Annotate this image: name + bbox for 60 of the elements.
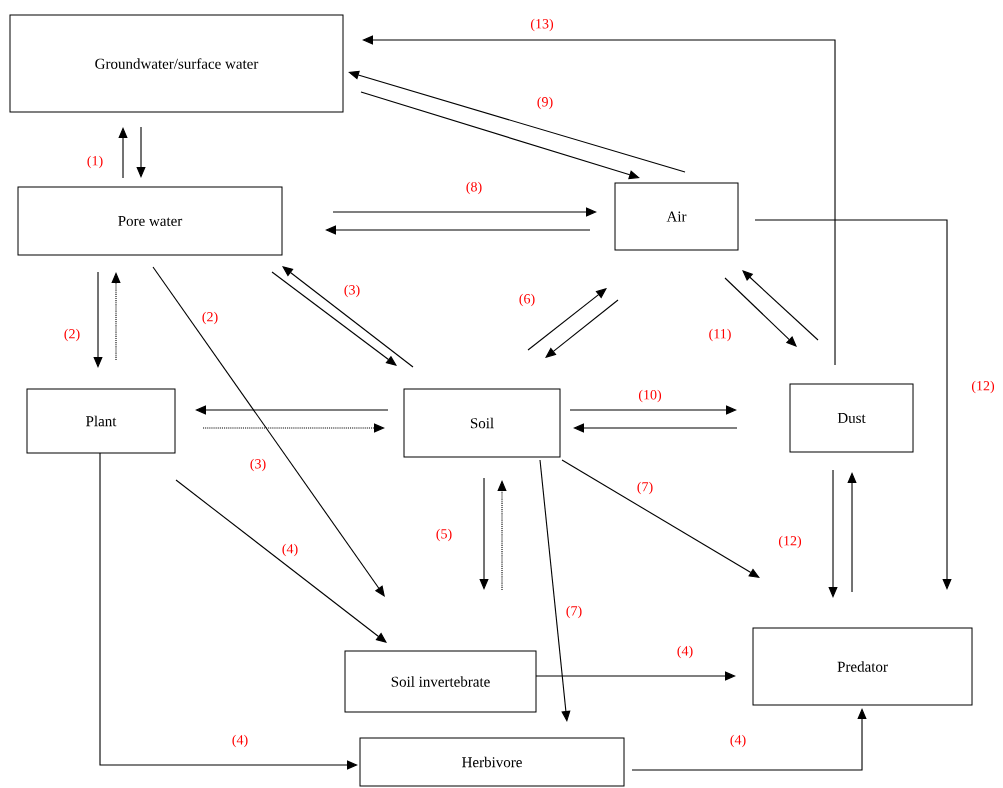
arrow — [195, 405, 389, 415]
edge-label: (8) — [466, 181, 482, 195]
arrow — [569, 405, 737, 415]
edge-label: (7) — [637, 481, 653, 495]
edge-label: (12) — [971, 380, 995, 394]
edge-label: (2) — [202, 311, 218, 325]
compartment-box: Groundwater/surface water — [9, 14, 344, 113]
compartment-box: Air — [614, 182, 739, 251]
arrow — [724, 277, 797, 347]
edge-label: (13) — [530, 18, 554, 32]
edge-label: (11) — [709, 328, 731, 342]
arrow — [479, 477, 489, 590]
arrow — [99, 452, 358, 770]
arrow — [631, 708, 867, 771]
arrow — [535, 671, 736, 681]
edge-label: (3) — [344, 284, 360, 298]
arrow — [282, 266, 414, 368]
arrow — [118, 127, 128, 179]
arrow — [362, 35, 836, 366]
arrow — [497, 480, 507, 591]
edge-label: (10) — [638, 389, 662, 403]
edge-label: (4) — [677, 645, 693, 659]
arrow — [545, 299, 619, 358]
edge-label: (5) — [436, 528, 452, 542]
edge-label: (2) — [64, 328, 80, 342]
arrow — [111, 272, 121, 361]
compartment-box: Predator — [752, 627, 973, 706]
arrow — [828, 469, 838, 598]
edge-label: (12) — [778, 535, 802, 549]
compartment-box: Plant — [26, 388, 176, 454]
arrow — [360, 91, 640, 180]
arrow — [847, 472, 857, 593]
compartment-box: Dust — [789, 383, 914, 453]
edge-label: (4) — [282, 543, 298, 557]
arrow — [93, 271, 103, 368]
arrow — [742, 270, 819, 341]
arrow — [539, 459, 571, 722]
arrow — [202, 423, 385, 433]
arrow — [527, 288, 607, 351]
edge-label: (7) — [566, 605, 582, 619]
arrow — [561, 459, 760, 578]
arrow — [175, 479, 387, 643]
arrow — [573, 423, 738, 433]
arrow — [136, 126, 146, 178]
arrow — [332, 207, 597, 217]
arrow — [152, 266, 385, 597]
compartment-box: Soil — [403, 388, 561, 458]
compartment-box: Pore water — [17, 186, 283, 256]
compartment-box: Herbivore — [359, 737, 625, 787]
edge-label: (4) — [232, 734, 248, 748]
edge-label: (9) — [537, 96, 553, 110]
edge-label: (6) — [519, 293, 535, 307]
arrow — [754, 219, 952, 590]
flow-number: (3) — [250, 458, 266, 472]
edge-label: (1) — [87, 155, 103, 169]
compartment-box: Soil invertebrate — [344, 650, 537, 713]
arrow — [348, 70, 686, 173]
arrow — [271, 271, 397, 366]
edge-label: (4) — [730, 734, 746, 748]
arrow — [325, 225, 591, 235]
